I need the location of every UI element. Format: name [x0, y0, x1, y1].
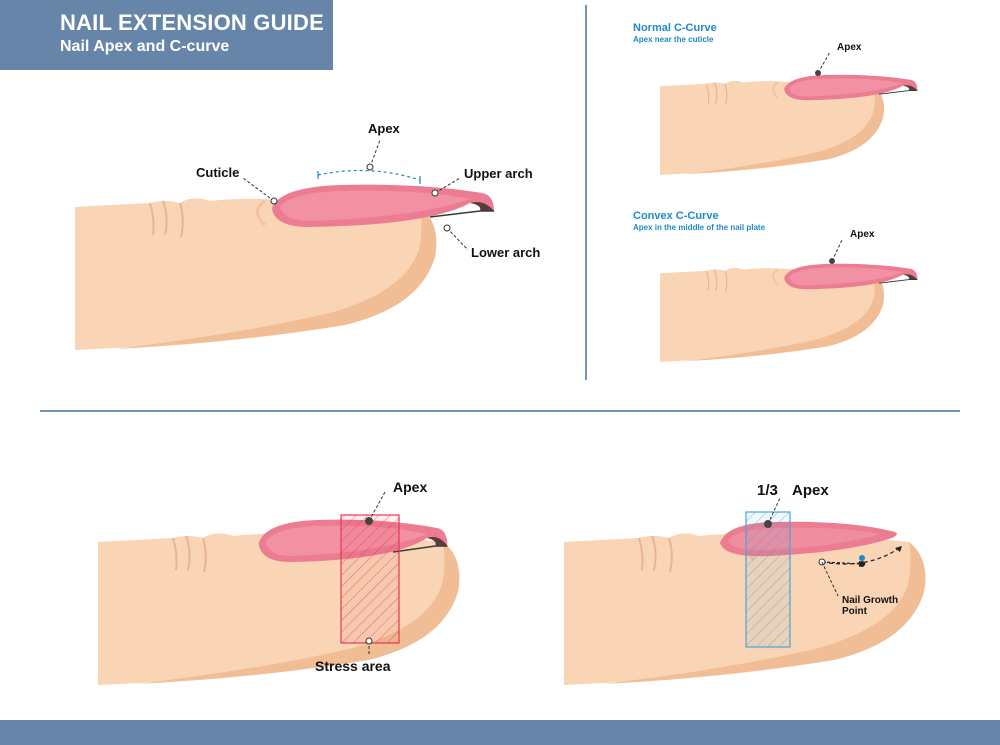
page-subtitle: Nail Apex and C-curve	[60, 38, 230, 55]
horizontal-divider	[40, 410, 960, 412]
convex-curve-title: Convex C-Curve	[633, 210, 719, 222]
growth-apex-label: Apex	[792, 482, 829, 499]
lower-arch-label: Lower arch	[471, 245, 540, 260]
convex-curve-subtitle: Apex in the middle of the nail plate	[633, 223, 766, 232]
convex-apex-label: Apex	[850, 229, 875, 240]
apex-arc	[317, 169, 421, 181]
growth-arrow	[821, 545, 903, 565]
growth-fraction-label: 1/3	[757, 482, 778, 499]
vertical-divider	[585, 5, 587, 380]
stress-finger	[96, 518, 461, 687]
cuticle-label: Cuticle	[196, 165, 239, 180]
growth-point-label-line2: Point	[842, 606, 868, 617]
main-finger	[73, 183, 495, 352]
normal-curve-title: Normal C-Curve	[633, 22, 717, 34]
normal-apex-label: Apex	[837, 42, 862, 53]
convex-curve-finger	[659, 263, 918, 363]
normal-curve-finger	[659, 74, 918, 176]
footer-banner	[0, 720, 1000, 745]
apex-label: Apex	[368, 121, 401, 136]
normal-curve-subtitle: Apex near the cuticle	[633, 35, 714, 44]
header-banner: NAIL EXTENSION GUIDE Nail Apex and C-cur…	[0, 0, 333, 70]
stress-apex-label: Apex	[393, 479, 427, 495]
upper-arch-label: Upper arch	[464, 166, 533, 181]
stress-area-label: Stress area	[315, 658, 391, 674]
page-title: NAIL EXTENSION GUIDE	[60, 10, 324, 35]
growth-point-label-line1: Nail Growth	[842, 595, 898, 606]
growth-third-band	[745, 511, 791, 648]
